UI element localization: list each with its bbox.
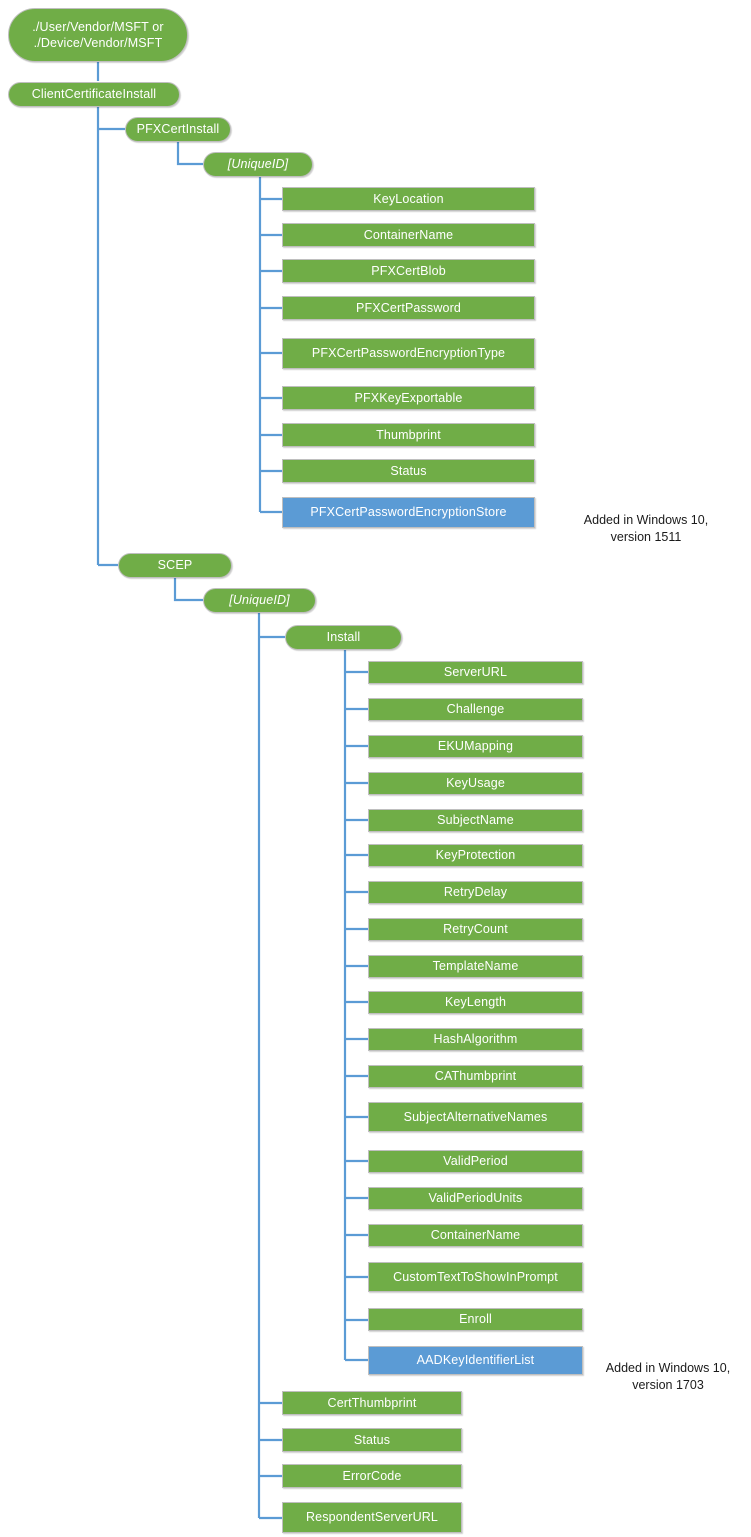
node-certthumbprint[interactable]: CertThumbprint — [282, 1391, 462, 1415]
node-thumbprint-label: Thumbprint — [376, 427, 441, 442]
node-keylength-label: KeyLength — [444, 995, 507, 1010]
annotation-added-1511: Added in Windows 10, version 1511 — [546, 495, 746, 546]
annotation-added-1703-text: Added in Windows 10, version 1703 — [605, 1360, 731, 1392]
node-keyusage[interactable]: KeyUsage — [368, 772, 583, 795]
node-respondentserverurl-label: RespondentServerURL — [305, 1510, 439, 1525]
node-templatename-label: TemplateName — [432, 959, 519, 974]
node-containername-pfx-label: ContainerName — [363, 227, 454, 242]
node-aadkeyidentifierlist[interactable]: AADKeyIdentifierList — [368, 1346, 583, 1375]
node-keylength[interactable]: KeyLength — [368, 991, 583, 1014]
node-clientcertificateinstall[interactable]: ClientCertificateInstall — [8, 82, 180, 107]
node-pfxcertpasswordencryptionstore-label: PFXCertPasswordEncryptionStore — [310, 505, 507, 520]
node-ekumapping[interactable]: EKUMapping — [368, 735, 583, 758]
node-keyprotection[interactable]: KeyProtection — [368, 844, 583, 867]
node-pfxcertblob-label: PFXCertBlob — [371, 263, 446, 278]
node-pfxcertpassword[interactable]: PFXCertPassword — [282, 296, 535, 320]
node-containername-scep[interactable]: ContainerName — [368, 1224, 583, 1247]
node-keylocation[interactable]: KeyLocation — [282, 187, 535, 211]
node-containername-scep-label: ContainerName — [430, 1228, 521, 1243]
node-keyusage-label: KeyUsage — [446, 776, 505, 791]
node-containername-pfx[interactable]: ContainerName — [282, 223, 535, 247]
node-pfxcertpasswordencryptiontype-label: PFXCertPasswordEncryptionType — [311, 346, 506, 361]
node-scep-uniqueid[interactable]: [UniqueID] — [203, 588, 316, 613]
node-pfxcertinstall-label: PFXCertInstall — [136, 122, 220, 137]
node-scep[interactable]: SCEP — [118, 553, 232, 578]
node-pfxcertpassword-label: PFXCertPassword — [355, 300, 462, 315]
node-subjectname[interactable]: SubjectName — [368, 809, 583, 832]
node-status-pfx[interactable]: Status — [282, 459, 535, 483]
node-pfxkeyexportable-label: PFXKeyExportable — [354, 390, 463, 405]
node-install-label: Install — [326, 630, 361, 645]
node-subjectname-label: SubjectName — [437, 813, 514, 828]
node-templatename[interactable]: TemplateName — [368, 955, 583, 978]
node-subjectalternativenames-label: SubjectAlternativeNames — [403, 1109, 548, 1124]
node-customtexttoshowinprompt[interactable]: CustomTextToShowInPrompt — [368, 1262, 583, 1292]
node-hashalgorithm[interactable]: HashAlgorithm — [368, 1028, 583, 1051]
annotation-added-1703: Added in Windows 10, version 1703 — [592, 1343, 744, 1394]
node-ekumapping-label: EKUMapping — [437, 739, 514, 754]
node-pfxcertpasswordencryptiontype[interactable]: PFXCertPasswordEncryptionType — [282, 338, 535, 369]
node-respondentserverurl[interactable]: RespondentServerURL — [282, 1502, 462, 1533]
node-retrycount-label: RetryCount — [443, 922, 508, 937]
node-serverurl[interactable]: ServerURL — [368, 661, 583, 684]
node-enroll[interactable]: Enroll — [368, 1308, 583, 1331]
node-challenge-label: Challenge — [446, 702, 505, 717]
node-aadkeyidentifierlist-label: AADKeyIdentifierList — [416, 1353, 535, 1368]
node-status-scep-label: Status — [353, 1432, 391, 1447]
node-subjectalternativenames[interactable]: SubjectAlternativeNames — [368, 1102, 583, 1132]
node-cathumbprint[interactable]: CAThumbprint — [368, 1065, 583, 1088]
node-status-scep[interactable]: Status — [282, 1428, 462, 1452]
node-root-label: ./User/Vendor/MSFT or ./Device/Vendor/MS… — [32, 19, 164, 50]
node-pfx-uniqueid-label: [UniqueID] — [227, 157, 289, 172]
node-root[interactable]: ./User/Vendor/MSFT or ./Device/Vendor/MS… — [8, 8, 188, 62]
node-scep-uniqueid-label: [UniqueID] — [229, 593, 290, 608]
node-errorcode[interactable]: ErrorCode — [282, 1464, 462, 1488]
node-keyprotection-label: KeyProtection — [435, 848, 516, 863]
node-errorcode-label: ErrorCode — [342, 1468, 402, 1483]
node-clientcertificateinstall-label: ClientCertificateInstall — [31, 87, 157, 102]
node-retrydelay-label: RetryDelay — [443, 885, 508, 900]
node-install[interactable]: Install — [285, 625, 402, 650]
node-pfxcertpasswordencryptionstore[interactable]: PFXCertPasswordEncryptionStore — [282, 497, 535, 528]
node-serverurl-label: ServerURL — [443, 665, 508, 680]
node-scep-label: SCEP — [157, 558, 193, 573]
node-thumbprint[interactable]: Thumbprint — [282, 423, 535, 447]
node-validperiod-label: ValidPeriod — [443, 1154, 508, 1169]
node-certthumbprint-label: CertThumbprint — [327, 1395, 417, 1410]
node-pfxkeyexportable[interactable]: PFXKeyExportable — [282, 386, 535, 410]
node-validperiodunits[interactable]: ValidPeriodUnits — [368, 1187, 583, 1210]
node-validperiod[interactable]: ValidPeriod — [368, 1150, 583, 1173]
node-pfxcertblob[interactable]: PFXCertBlob — [282, 259, 535, 283]
node-challenge[interactable]: Challenge — [368, 698, 583, 721]
node-customtexttoshowinprompt-label: CustomTextToShowInPrompt — [393, 1269, 558, 1284]
node-cathumbprint-label: CAThumbprint — [434, 1069, 517, 1084]
node-retrycount[interactable]: RetryCount — [368, 918, 583, 941]
node-retrydelay[interactable]: RetryDelay — [368, 881, 583, 904]
annotation-added-1511-text: Added in Windows 10, version 1511 — [583, 512, 709, 544]
node-pfx-uniqueid[interactable]: [UniqueID] — [203, 152, 313, 177]
node-validperiodunits-label: ValidPeriodUnits — [428, 1191, 523, 1206]
node-pfxcertinstall[interactable]: PFXCertInstall — [125, 117, 231, 142]
node-hashalgorithm-label: HashAlgorithm — [433, 1032, 518, 1047]
node-keylocation-label: KeyLocation — [373, 191, 444, 206]
node-enroll-label: Enroll — [459, 1312, 492, 1327]
node-status-pfx-label: Status — [390, 463, 427, 478]
